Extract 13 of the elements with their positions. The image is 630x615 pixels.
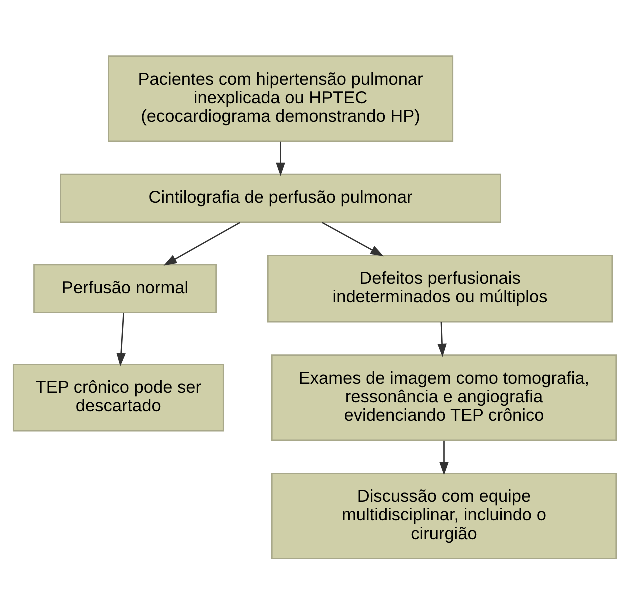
arrow [164, 222, 241, 266]
node-box: Perfusão normal [34, 264, 217, 314]
node-box: Pacientes com hipertensão pulmonar inexplicada ou HPTEC (ecocardiograma demonstrando HP) [108, 56, 454, 142]
arrow [116, 313, 126, 367]
node-box: Exames de imagem como tomografia, ressonância e angiografia evidenciando TEP crônico [271, 354, 618, 442]
arrow [440, 440, 449, 476]
node-box: Cintilografia de perfusão pulmonar [60, 174, 502, 224]
node-box: TEP crônico pode ser descartado [12, 364, 224, 432]
arrow [322, 222, 384, 257]
node-box: Discussão com equipe multidisciplinar, incluindo o cirurgião [271, 472, 618, 560]
node-box: Defeitos perfusionais indeterminados ou múltiplos [267, 255, 614, 323]
arrow [438, 322, 447, 358]
arrow [276, 142, 286, 176]
